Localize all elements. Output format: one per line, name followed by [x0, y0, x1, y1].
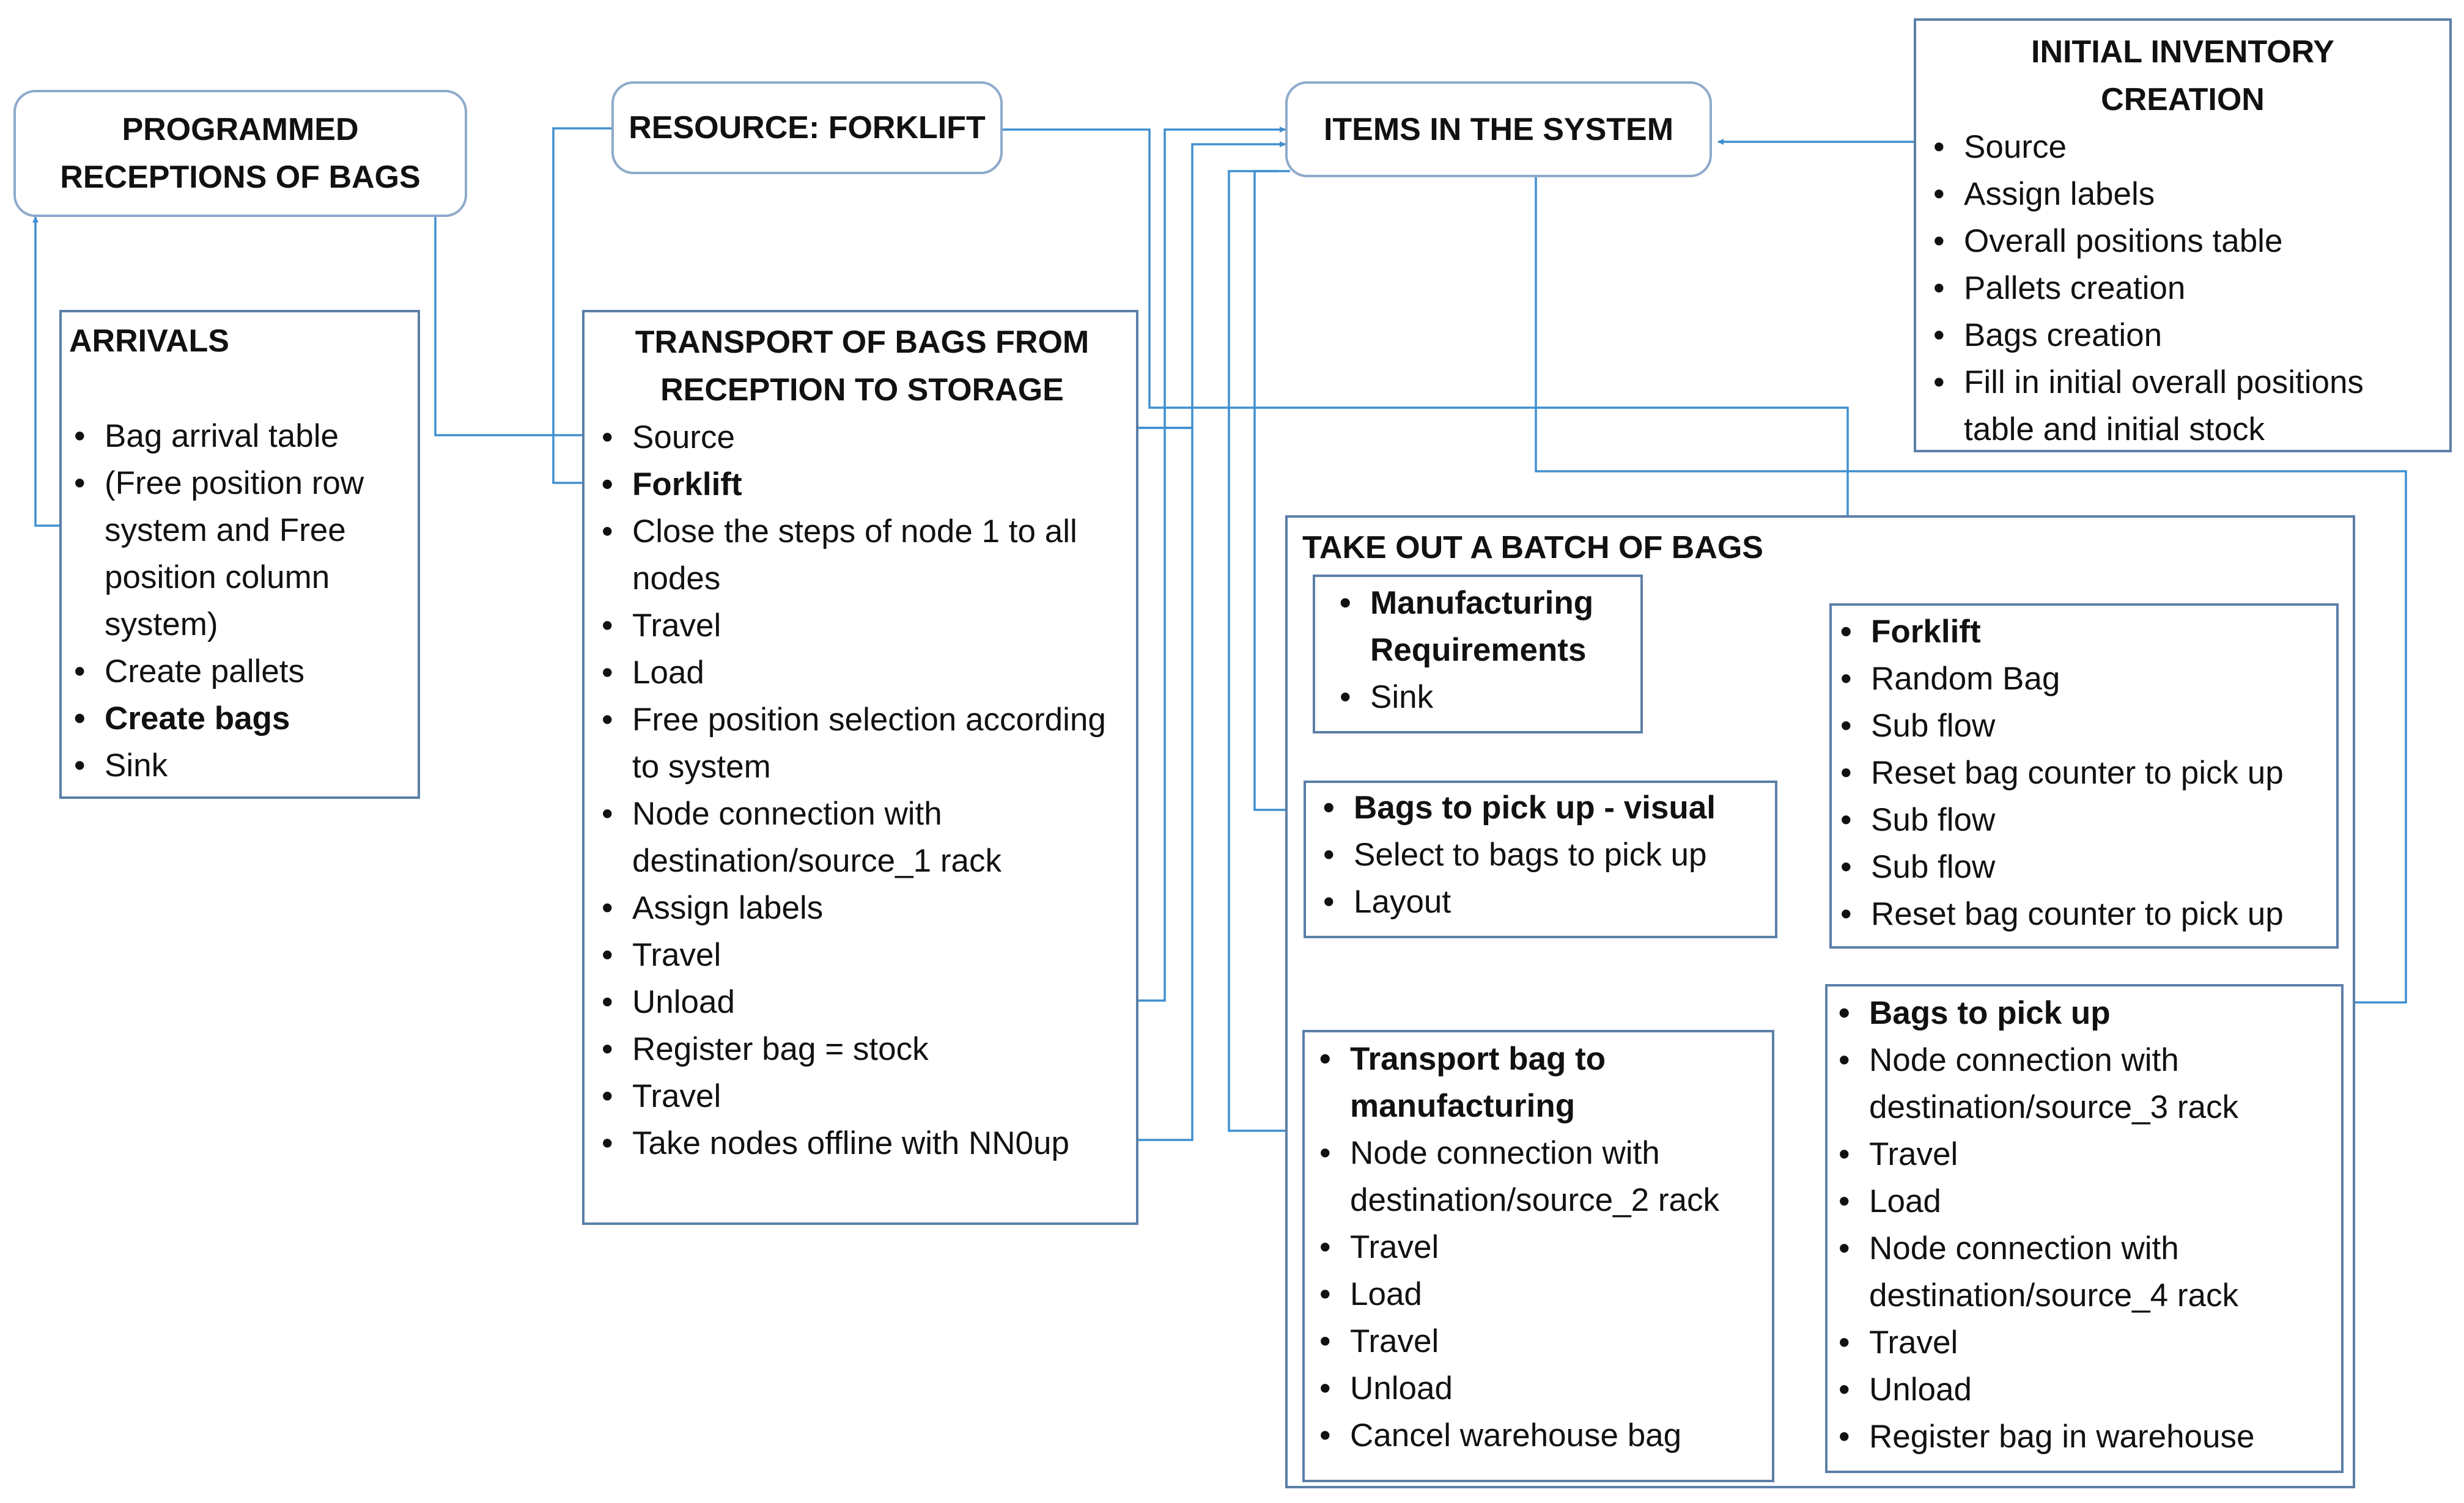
transport-reception-list: Source Forklift Close the steps of node … [597, 414, 1127, 1167]
list-item: Source [1928, 123, 2437, 171]
arrivals-list: Bag arrival table (Free position row sys… [69, 413, 409, 789]
list-item: Travel [1834, 1319, 2337, 1366]
list-item: Reset bag counter to pick up [1835, 891, 2333, 938]
list-item: Sub flow [1835, 843, 2333, 891]
list-item: Create bags [69, 695, 409, 742]
list-item: Bags to pick up [1834, 990, 2337, 1037]
list-item: Unload [597, 979, 1127, 1026]
list-item: Bags to pick up - visual [1318, 784, 1769, 831]
list-item: Load [597, 649, 1127, 696]
list-item: Load [1315, 1271, 1769, 1318]
list-item: Travel [597, 1073, 1127, 1120]
resource-forklift-box: RESOURCE: FORKLIFT [611, 81, 1003, 174]
list-item: Load [1834, 1178, 2337, 1225]
list-item: Random Bag [1835, 655, 2333, 702]
list-item: Node connection with destination/source_… [1834, 1225, 2337, 1319]
list-item: Travel [1315, 1318, 1769, 1365]
forklift-flow-list: Forklift Random Bag Sub flow Reset bag c… [1835, 608, 2333, 938]
list-item: Sink [1335, 674, 1634, 721]
list-item: Forklift [1835, 608, 2333, 655]
programmed-receptions-box: PROGRAMMED RECEPTIONS OF BAGS [13, 90, 467, 217]
list-item: Register bag in warehouse [1834, 1413, 2337, 1460]
list-item: Layout [1318, 878, 1769, 925]
list-item: Reset bag counter to pick up [1835, 749, 2333, 796]
initial-inventory-title: INITIAL INVENTORY CREATION [2031, 34, 2334, 117]
bags-visual-box: Bags to pick up - visual Select to bags … [1304, 781, 1777, 938]
items-in-system-box: ITEMS IN THE SYSTEM [1285, 81, 1712, 177]
arrivals-box: ARRIVALS Bag arrival table (Free positio… [59, 310, 420, 799]
list-item: Travel [597, 932, 1127, 979]
bags-pickup-box: Bags to pick up Node connection with des… [1825, 984, 2344, 1473]
list-item: Node connection with destination/source_… [597, 790, 1127, 884]
list-item: Fill in initial overall positions table … [1928, 359, 2437, 453]
list-item: Transport bag to manufacturing [1315, 1035, 1769, 1130]
initial-inventory-list: Source Assign labels Overall positions t… [1928, 123, 2437, 453]
items-in-system-title: ITEMS IN THE SYSTEM [1323, 111, 1674, 147]
list-item: Node connection with destination/source_… [1315, 1130, 1769, 1224]
resource-forklift-title: RESOURCE: FORKLIFT [629, 110, 986, 145]
transport-manufacturing-list: Transport bag to manufacturing Node conn… [1315, 1035, 1769, 1459]
programmed-receptions-title: PROGRAMMED RECEPTIONS OF BAGS [60, 112, 421, 195]
initial-inventory-box: INITIAL INVENTORY CREATION Source Assign… [1914, 18, 2452, 452]
transport-manufacturing-box: Transport bag to manufacturing Node conn… [1302, 1030, 1774, 1482]
list-item: Sink [69, 742, 409, 789]
list-item: Bag arrival table [69, 413, 409, 460]
list-item: Free position selection according to sys… [597, 696, 1127, 790]
list-item: Node connection with destination/source_… [1834, 1037, 2337, 1131]
list-item: Sub flow [1835, 796, 2333, 843]
list-item: Forklift [597, 461, 1127, 508]
list-item: Manufacturing Requirements [1335, 579, 1634, 674]
list-item: Cancel warehouse bag [1315, 1412, 1769, 1459]
list-item: Overall positions table [1928, 218, 2437, 265]
arrow-transport-to-items-2 [1113, 141, 1286, 1141]
list-item: Assign labels [1928, 171, 2437, 218]
list-item: Pallets creation [1928, 265, 2437, 312]
forklift-flow-box: Forklift Random Bag Sub flow Reset bag c… [1829, 603, 2339, 949]
list-item: Close the steps of node 1 to all nodes [597, 508, 1127, 602]
bags-visual-list: Bags to pick up - visual Select to bags … [1318, 784, 1769, 925]
list-item: Create pallets [69, 648, 409, 695]
list-item: Unload [1834, 1366, 2337, 1413]
bags-pickup-list: Bags to pick up Node connection with des… [1834, 990, 2337, 1460]
list-item: Source [597, 414, 1127, 461]
list-item: Register bag = stock [597, 1026, 1127, 1073]
take-out-batch-title: TAKE OUT A BATCH OF BAGS [1302, 530, 1763, 565]
list-item: Select to bags to pick up [1318, 831, 1769, 878]
arrow-arrivals-to-programmed [32, 216, 61, 527]
list-item: Take nodes offline with NN0up [597, 1120, 1127, 1167]
arrivals-title: ARRIVALS [69, 323, 229, 359]
list-item: Unload [1315, 1365, 1769, 1412]
transport-reception-box: TRANSPORT OF BAGS FROM RECEPTION TO STOR… [582, 310, 1138, 1225]
manufacturing-requirements-box: Manufacturing Requirements Sink [1313, 575, 1643, 733]
list-item: Assign labels [597, 884, 1127, 932]
list-item: Travel [1834, 1131, 2337, 1178]
transport-reception-title: TRANSPORT OF BAGS FROM RECEPTION TO STOR… [635, 325, 1090, 408]
list-item: Sub flow [1835, 702, 2333, 749]
list-item: (Free position row system and Free posit… [69, 460, 409, 648]
list-item: Bags creation [1928, 312, 2437, 359]
list-item: Travel [597, 602, 1127, 649]
list-item: Travel [1315, 1224, 1769, 1271]
manufacturing-requirements-list: Manufacturing Requirements Sink [1335, 579, 1634, 721]
